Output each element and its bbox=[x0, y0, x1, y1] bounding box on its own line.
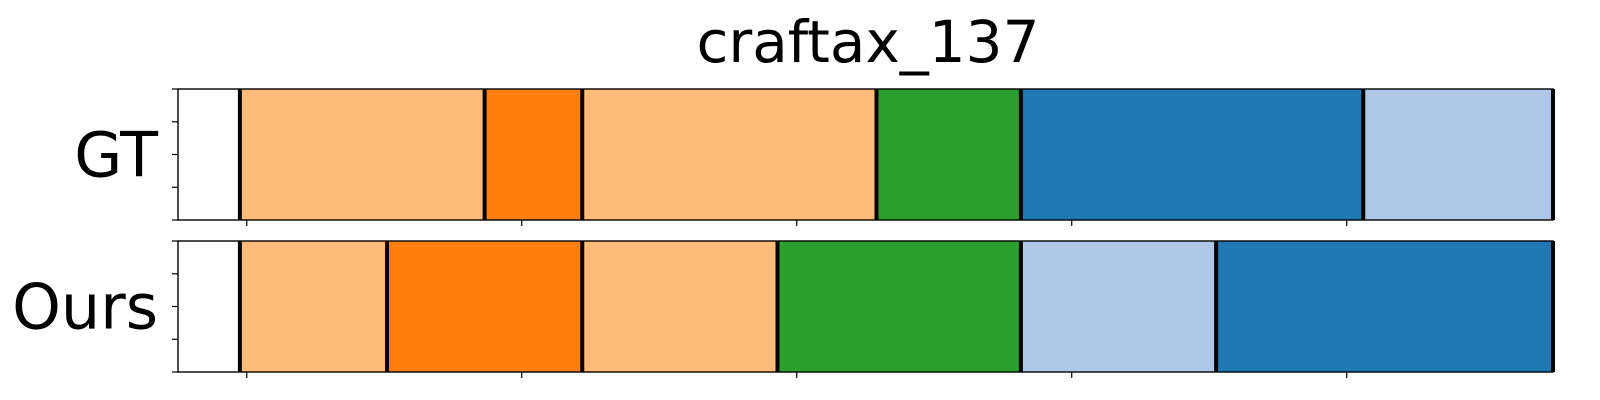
row-label-ours: Ours bbox=[12, 271, 158, 344]
segment-ours-2 bbox=[387, 241, 583, 372]
segment-gt-6 bbox=[1363, 89, 1553, 220]
segment-ours-1 bbox=[239, 241, 387, 372]
row-gt: GT bbox=[74, 88, 1555, 226]
segment-gt-1 bbox=[239, 89, 485, 220]
segment-gt-3 bbox=[582, 89, 877, 220]
segment-gt-5 bbox=[1020, 89, 1364, 220]
segment-ours-6 bbox=[1216, 241, 1553, 372]
segment-gt-0 bbox=[178, 89, 240, 220]
row-label-gt: GT bbox=[74, 119, 159, 192]
segment-gt-4 bbox=[876, 89, 1021, 220]
chart-title: craftax_137 bbox=[697, 8, 1040, 76]
segment-gt-2 bbox=[484, 89, 583, 220]
segment-ours-3 bbox=[582, 241, 778, 372]
segment-ours-5 bbox=[1020, 241, 1217, 372]
segment-ours-0 bbox=[178, 241, 240, 372]
segment-ours-4 bbox=[777, 241, 1021, 372]
row-ours: Ours bbox=[12, 240, 1555, 378]
